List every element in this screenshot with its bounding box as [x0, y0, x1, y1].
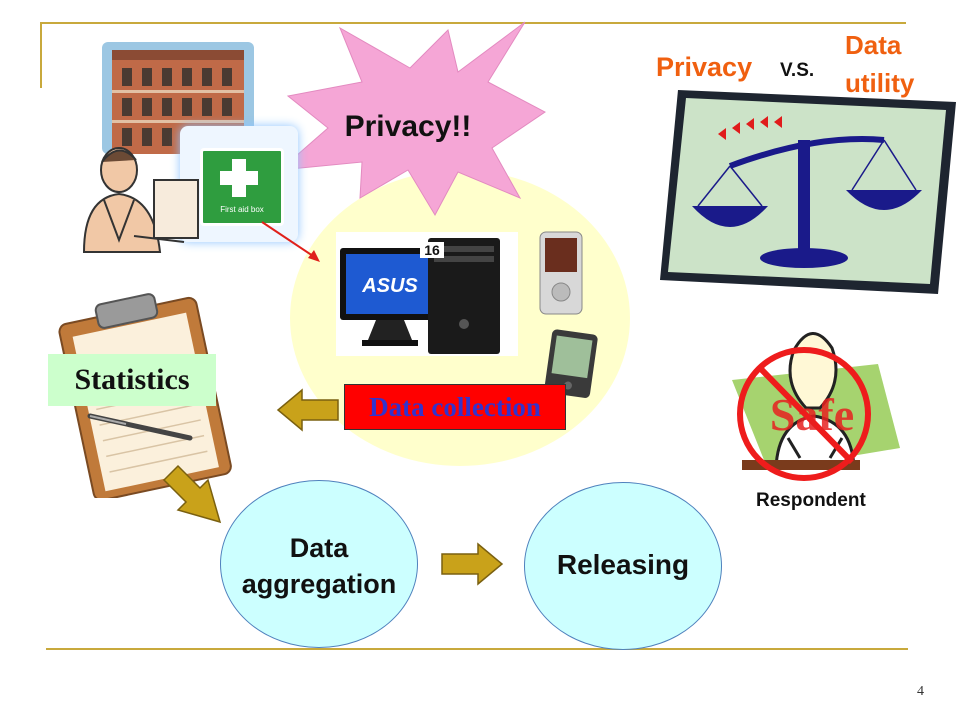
first-aid-label: First aid box — [220, 205, 264, 214]
pointer-arrow — [261, 221, 320, 262]
phone-icon — [539, 231, 583, 315]
arrow-to-statistics — [276, 388, 339, 432]
header-privacy: Privacy — [656, 52, 753, 82]
data-aggregation-line1: Data — [289, 533, 349, 563]
page-number: 4 — [917, 684, 924, 699]
privacy-burst: Privacy!! — [278, 21, 546, 217]
releasing-node: Releasing — [524, 482, 722, 650]
person-at-desk-icon — [82, 147, 199, 253]
first-aid-box-icon: First aid box — [180, 126, 298, 242]
first-aid-cross-h — [220, 171, 258, 185]
safe-stamp-label: Safe — [770, 389, 854, 440]
data-aggregation-line2: aggregation — [241, 569, 397, 599]
respondent-icon: Safe — [732, 332, 900, 481]
monitor-badge: 16 — [424, 242, 440, 258]
first-aid-box-panel: First aid box — [200, 148, 284, 226]
privacy-burst-label: Privacy!! — [345, 110, 472, 143]
header-data: Data — [845, 30, 902, 60]
header-utility: utility — [845, 68, 915, 98]
header-vs: V.S. — [780, 60, 815, 81]
releasing-label: Releasing — [556, 549, 690, 580]
pda-icon — [544, 329, 598, 398]
data-aggregation-node: Data aggregation — [220, 480, 418, 648]
bottom-rule — [46, 648, 908, 650]
data-collection-label: Data collection — [344, 384, 566, 430]
arrow-to-aggregation — [162, 464, 222, 524]
monitor-brand: ASUS — [361, 275, 418, 297]
arrow-to-releasing — [441, 542, 504, 586]
top-rule — [40, 22, 906, 24]
left-rule — [40, 22, 42, 88]
computer-icon: ASUS 16 — [336, 232, 518, 356]
pen-icon — [87, 413, 193, 441]
statistics-label: Statistics — [48, 354, 216, 406]
scales-icon — [660, 90, 956, 294]
respondent-caption: Respondent — [756, 490, 866, 511]
